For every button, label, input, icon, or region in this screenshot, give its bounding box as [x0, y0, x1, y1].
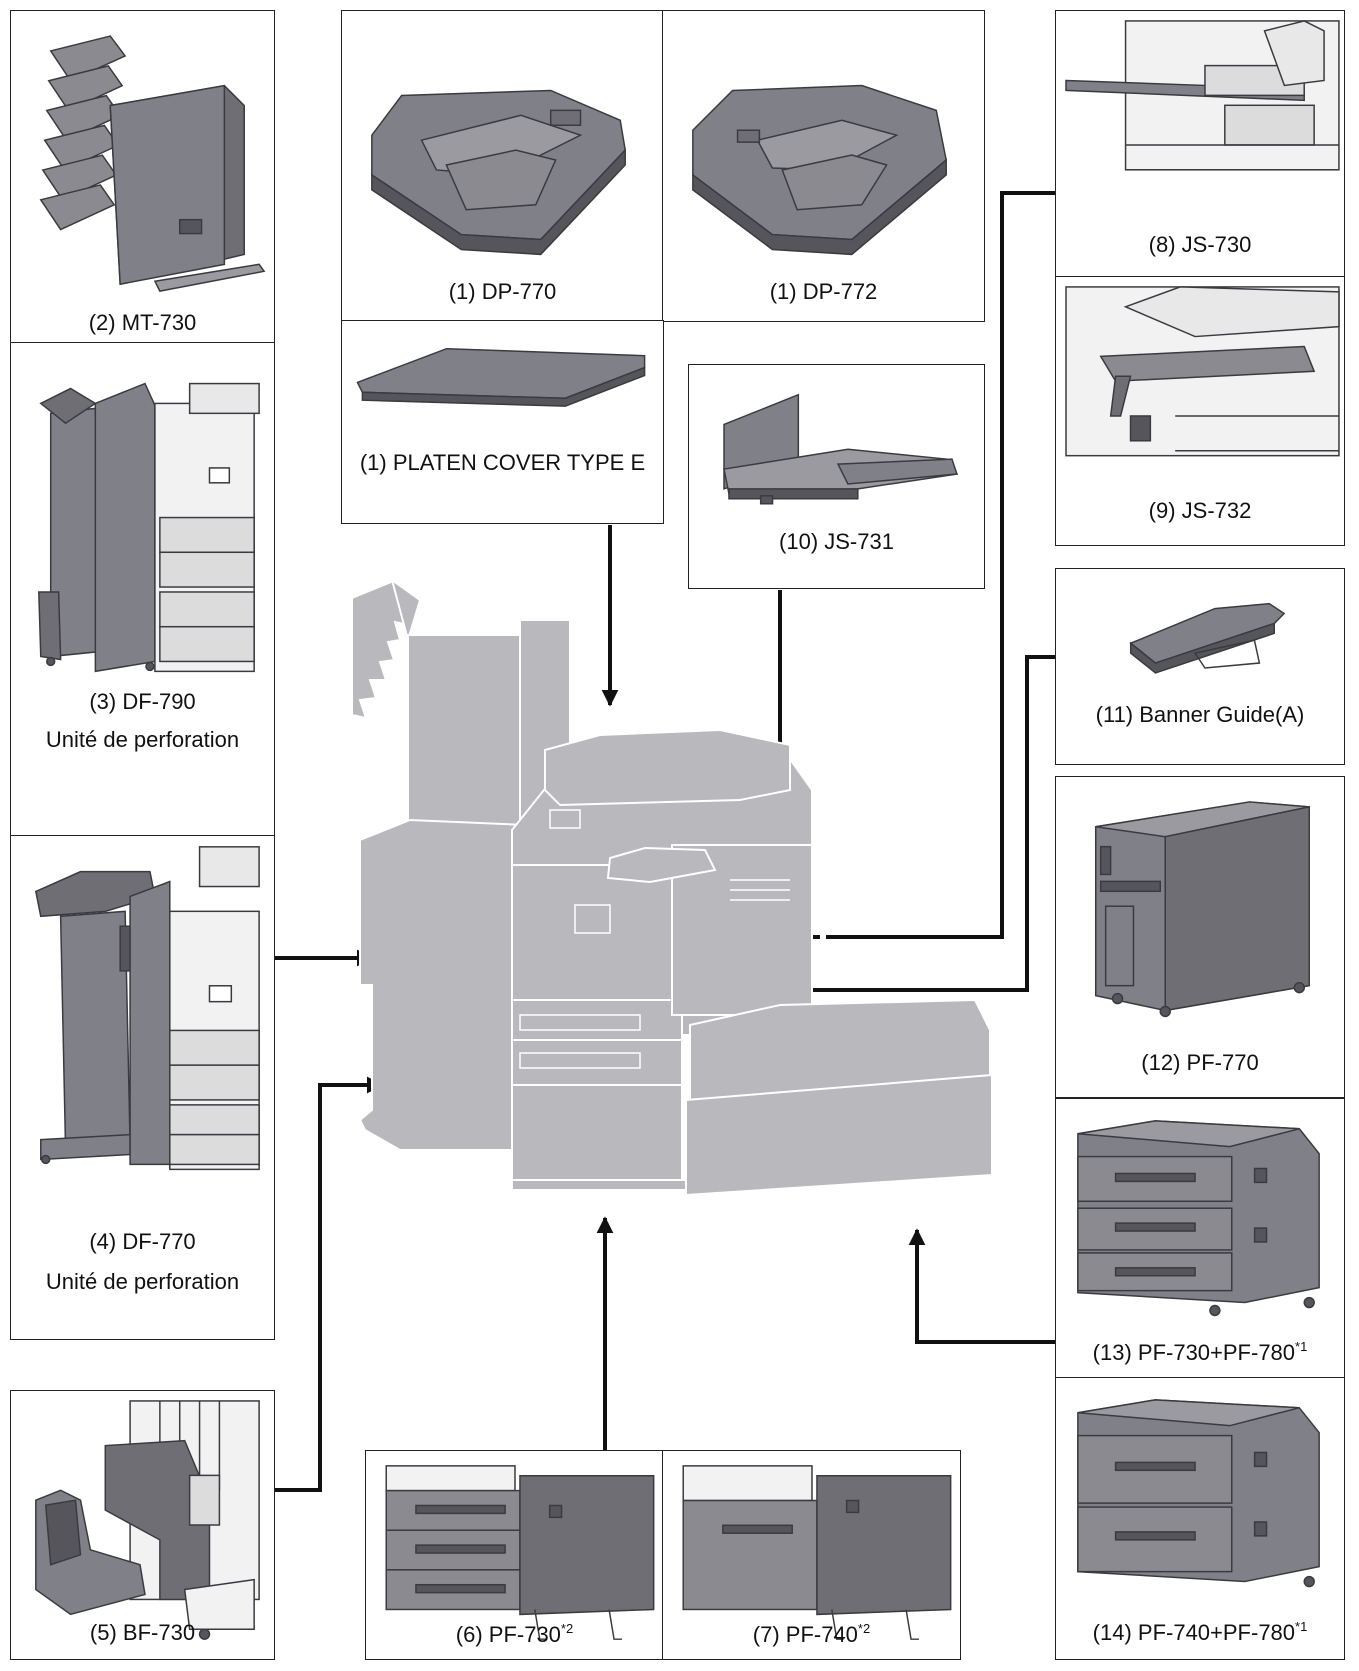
finisher-icon [34, 846, 260, 1171]
arrow-js730-to-main [835, 191, 1055, 939]
mailbox-tray-icon [39, 35, 266, 292]
option-pf770: (12) PF-770 [1055, 776, 1345, 1098]
option-label: (5) BF-730 [89, 1620, 196, 1645]
document-processor [544, 728, 791, 807]
document-processor-icon [692, 84, 948, 256]
option-label: (13) PF-730+PF-780*1 [1092, 1339, 1308, 1365]
job-separator-tray-icon [723, 393, 959, 505]
option-js730: (8) JS-730 [1055, 10, 1345, 278]
option-js731: (10) JS-731 [688, 364, 985, 589]
option-label: (4) DF-770 [89, 1229, 196, 1254]
option-pf730-pf780: (13) PF-730+PF-780*1 [1055, 1098, 1345, 1379]
option-sublabel: Unité de perforation [45, 727, 240, 752]
finisher-icon [38, 382, 260, 673]
option-label: (12) PF-770 [1141, 1050, 1259, 1075]
job-separator-icon [1065, 20, 1340, 171]
option-label: (7) PF-740*2 [752, 1621, 871, 1647]
option-js732: (9) JS-732 [1055, 276, 1345, 546]
option-label: (8) JS-730 [1148, 232, 1252, 257]
finisher-body [407, 634, 524, 831]
option-pf740-pf780: (14) PF-740+PF-780*1 [1055, 1377, 1345, 1660]
option-bf730: (5) BF-730 [10, 1390, 275, 1660]
document-processor-icon [371, 89, 627, 256]
option-dp770: (1) DP-770 [341, 10, 664, 322]
job-separator-icon [1065, 286, 1340, 457]
option-label: (9) JS-732 [1148, 498, 1252, 523]
option-platen-cover: (1) PLATEN COVER TYPE E [341, 320, 664, 524]
paper-feeder-icon [682, 1465, 952, 1640]
folding-unit-icon [35, 1400, 260, 1640]
option-label: (2) MT-730 [88, 310, 197, 335]
option-sublabel: Unité de perforation [45, 1269, 240, 1294]
option-label: (1) PLATEN COVER TYPE E [359, 450, 646, 475]
option-label: (3) DF-790 [89, 689, 196, 714]
option-mt730: (2) MT-730 [10, 10, 275, 344]
option-df790: (3) DF-790 Unité de perforation [10, 342, 275, 837]
option-pf730: (6) PF-730*2 [365, 1450, 664, 1660]
paper-feeder-icon [385, 1465, 655, 1640]
platen-cover-icon [356, 347, 646, 407]
paper-feeder-icon [1077, 1399, 1320, 1588]
option-label: (14) PF-740+PF-780*1 [1092, 1619, 1308, 1645]
arrow-bf730-to-main [275, 1076, 384, 1492]
side-feeder-icon [1094, 801, 1310, 1018]
option-label: (11) Banner Guide(A) [1095, 702, 1305, 727]
option-label: (10) JS-731 [779, 529, 894, 554]
option-label: (1) DP-770 [448, 279, 557, 304]
option-dp772: (1) DP-772 [662, 10, 985, 322]
arrow-pf730780-to-main [908, 1228, 1055, 1344]
banner-guide-icon [1129, 602, 1286, 674]
option-banner-guide: (11) Banner Guide(A) [1055, 568, 1345, 765]
option-label: (1) DP-772 [769, 279, 878, 304]
option-pf740: (7) PF-740*2 [662, 1450, 961, 1660]
control-panel [606, 846, 717, 884]
arrow-banner-to-main [793, 655, 1055, 999]
option-label: (6) PF-730*2 [455, 1621, 574, 1647]
option-df770: (4) DF-770 Unité de perforation [10, 835, 275, 1340]
paper-feeder-icon [1077, 1120, 1320, 1317]
